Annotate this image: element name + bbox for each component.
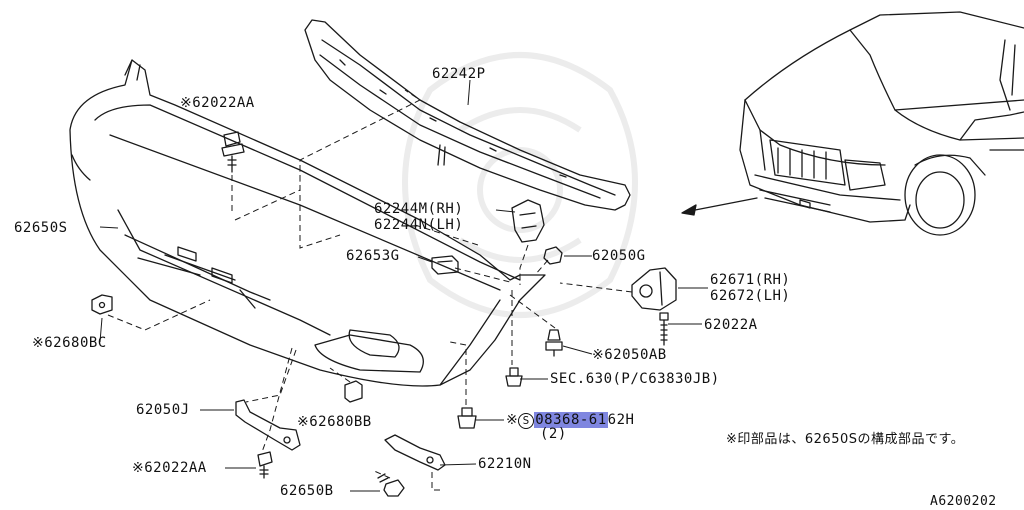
vehicle-view <box>739 11 1024 236</box>
label-62022AA-top: ※62022AA <box>180 95 255 111</box>
label-62242P: 62242P <box>432 66 486 82</box>
highlighted-part-number: 08368-61 <box>534 412 608 428</box>
bumper-reinforcement <box>304 19 631 211</box>
bracket-62050J <box>235 399 301 451</box>
label-62022A: 62022A <box>704 317 758 333</box>
label-62022AA-bottom: ※62022AA <box>132 460 207 476</box>
side-bracket <box>511 199 545 243</box>
bracket-62210N <box>384 434 446 471</box>
bolt-08368 <box>457 407 477 429</box>
front-bumper-fascia <box>69 59 546 387</box>
part-number-suffix: 62H <box>607 412 635 428</box>
label-62650S: 62650S <box>14 220 68 236</box>
clip-62653G <box>431 255 459 275</box>
label-62050AB: ※62050AB <box>592 347 667 363</box>
clip-62680BC <box>91 294 113 315</box>
bolt-sec630 <box>505 367 523 387</box>
footnote: ※印部品は、62650Sの構成部品です。 <box>726 432 965 447</box>
label-62653G: 62653G <box>346 248 400 264</box>
label-62244M: 62244M(RH) <box>374 201 464 217</box>
bolt-62022A <box>659 312 669 346</box>
screw-s-mark: S <box>518 413 535 429</box>
fog-lamp-bracket <box>631 267 677 311</box>
nut-62050G <box>543 246 563 265</box>
label-62050J: 62050J <box>136 402 190 418</box>
diagram-code: A6200202 <box>930 494 997 509</box>
label-62244N: 62244N(LH) <box>374 217 464 233</box>
screw-62050AB <box>545 329 563 357</box>
label-62680BB: ※62680BB <box>297 414 372 430</box>
label-62050G: 62050G <box>592 248 646 264</box>
label-08368-qty: (2) <box>540 426 567 442</box>
label-62672: 62672(LH) <box>710 288 791 304</box>
label-sec630: SEC.630(P/C63830JB) <box>550 371 720 387</box>
solid-leader-lines <box>99 79 708 492</box>
screw-prefix-mark: ※ <box>506 412 519 428</box>
screw-62022AA-top <box>221 131 245 173</box>
clip-62680BB <box>344 380 363 403</box>
screw-62022AA-bottom <box>257 451 273 479</box>
label-62671: 62671(RH) <box>710 272 791 288</box>
label-62210N: 62210N <box>478 456 532 472</box>
direction-arrow <box>681 197 758 216</box>
bolt-62650B <box>377 473 405 497</box>
label-62650B: 62650B <box>280 483 334 499</box>
dashed-leader-lines <box>107 89 633 491</box>
label-62680BC: ※62680BC <box>32 335 107 351</box>
